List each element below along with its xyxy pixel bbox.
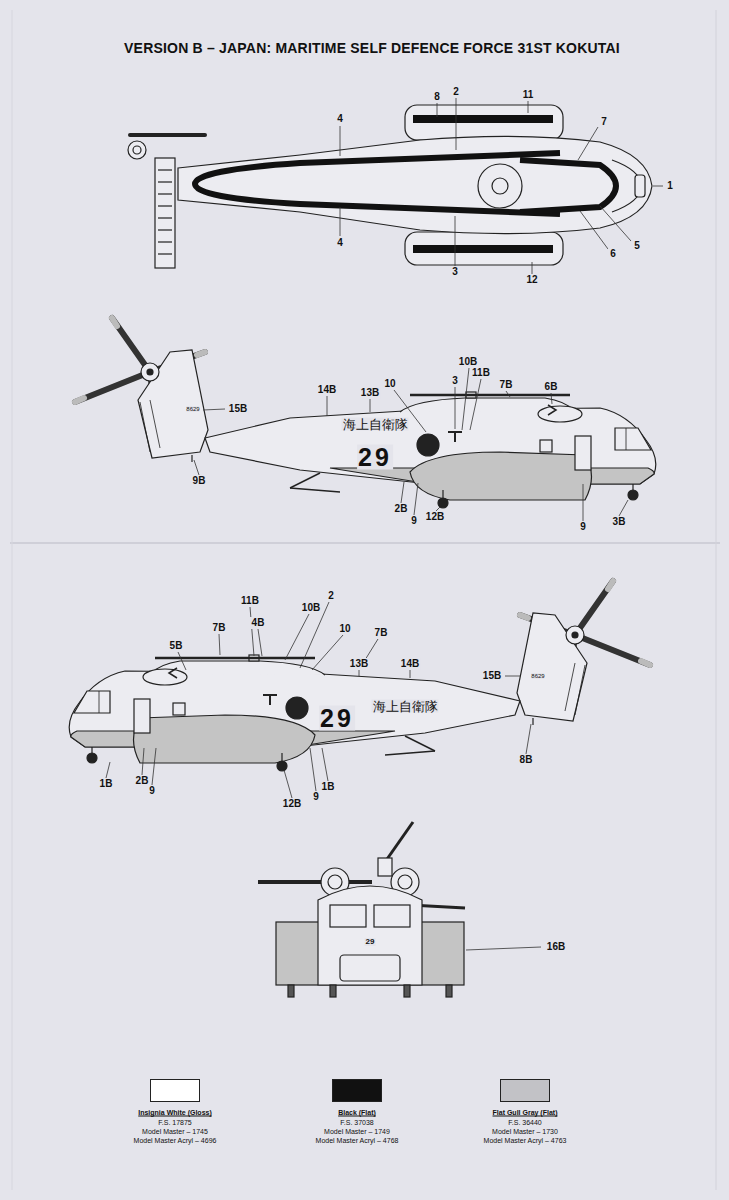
- callout-number: 5: [632, 240, 642, 252]
- paint-reference: Model Master Acryl – 4696: [134, 1137, 217, 1144]
- callout-number: 15B: [481, 670, 503, 682]
- callout-number: 14B: [316, 384, 338, 396]
- paint-reference: F.S. 36440: [508, 1119, 541, 1126]
- callout-number: 10: [382, 378, 397, 390]
- callout-number: 7B: [211, 622, 228, 634]
- callout-number: 11B: [470, 367, 492, 379]
- callout-number: 3B: [611, 516, 628, 528]
- callout-number: 8: [432, 91, 442, 103]
- legend-text: Flat Gull Gray (Flat): [493, 1109, 558, 1116]
- legend-text: Insignia White (Gloss): [138, 1109, 212, 1116]
- callout-number: 10B: [300, 602, 322, 614]
- callout-number: 3: [450, 375, 460, 387]
- paint-reference: Model Master – 1749: [324, 1128, 390, 1135]
- callout-number: 9: [578, 521, 588, 533]
- callout-number: 2: [451, 86, 461, 98]
- callout-number: 7: [599, 116, 609, 128]
- callout-number: 4: [335, 237, 345, 249]
- paint-reference: F.S. 17875: [158, 1119, 191, 1126]
- callout-number: 8B: [518, 754, 535, 766]
- callout-number: 9: [311, 791, 321, 803]
- callout-number: 3: [450, 266, 460, 278]
- marking-number: 29: [319, 706, 355, 731]
- callout-number: 6B: [543, 381, 560, 393]
- callout-number: 1: [665, 180, 675, 192]
- callout-number: 2B: [393, 503, 410, 515]
- callout-number: 4B: [250, 617, 267, 629]
- callout-number: 11B: [239, 595, 261, 607]
- callout-number: 9: [409, 515, 419, 527]
- callout-number: 4: [335, 113, 345, 125]
- callout-number: 2: [326, 590, 336, 602]
- callout-number: 14B: [399, 658, 421, 670]
- callout-number: 1B: [320, 781, 337, 793]
- legend-swatch: [500, 1079, 550, 1102]
- paint-reference: F.S. 37038: [340, 1119, 373, 1126]
- callout-number: 9B: [191, 475, 208, 487]
- marking-text: 海上自衛隊: [372, 700, 439, 713]
- callout-number: 11: [521, 89, 536, 101]
- marking-text: 海上自衛隊: [342, 418, 409, 431]
- paint-reference: Model Master – 1730: [492, 1128, 558, 1135]
- paint-reference: Model Master Acryl – 4768: [316, 1137, 399, 1144]
- serial-number: 8629: [186, 406, 199, 412]
- callout-number: 7B: [373, 627, 390, 639]
- callout-number: 16B: [545, 941, 567, 953]
- serial-number: 8629: [531, 673, 544, 679]
- paint-reference: Model Master – 1745: [142, 1128, 208, 1135]
- callout-number: 1B: [98, 778, 115, 790]
- callout-number: 5B: [168, 640, 185, 652]
- callout-number: 13B: [348, 658, 370, 670]
- callout-number: 6: [608, 248, 618, 260]
- callout-number: 7B: [498, 379, 515, 391]
- callout-number: 15B: [227, 403, 249, 415]
- callout-number: 9: [147, 785, 157, 797]
- marking-number: 29: [357, 445, 393, 470]
- callout-number: 12B: [424, 511, 446, 523]
- callout-number: 12B: [281, 798, 303, 810]
- legend-swatch: [332, 1079, 382, 1102]
- paint-reference: Model Master Acryl – 4763: [484, 1137, 567, 1144]
- callout-number: 10: [337, 623, 352, 635]
- legend-text: Black (Flat): [338, 1109, 376, 1116]
- legend-swatch: [150, 1079, 200, 1102]
- callout-number: 12: [524, 274, 539, 286]
- marking-number: 29: [365, 938, 376, 946]
- callout-number: 13B: [359, 387, 381, 399]
- sheet-title: VERSION B – JAPAN: MARITIME SELF DEFENCE…: [124, 41, 620, 55]
